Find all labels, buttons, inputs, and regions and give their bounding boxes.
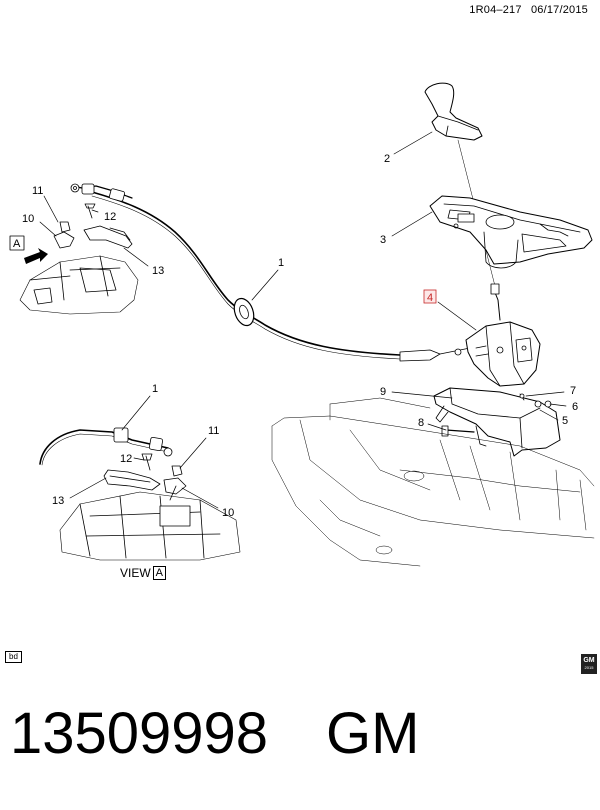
gm-logo-text: GM [583,657,595,664]
callout-tl-12: 12 [104,211,116,223]
callout-7: 7 [570,385,576,397]
bd-tag: bd [5,651,22,663]
floor-pan [271,397,595,567]
callout-va-11: 11 [208,425,219,437]
leader-lines [39,131,567,509]
callout-5: 5 [562,415,568,427]
gm-logo: GM 2015 [581,654,597,674]
diagram-date: 06/17/2015 [530,4,588,16]
callout-tl-13: 13 [152,265,164,277]
view-a-arrow [9,235,48,264]
callout-va-12: 12 [120,453,132,465]
callout-4-box [423,289,437,304]
callout-6: 6 [572,401,578,413]
shift-cable [91,191,471,362]
console-trim [429,195,593,269]
callout-4: 4 [427,292,433,304]
diagram-code: 1R04–217 [469,4,522,16]
callout-tl-11: 11 [32,185,43,197]
shifter-base [433,387,561,457]
callout-1: 1 [278,257,284,269]
callout-va-10: 10 [222,507,234,519]
callout-tl-10: 10 [22,213,34,225]
part-brand: GM [326,701,420,766]
callout-va-13: 13 [52,495,64,507]
part-number: 13509998 [10,701,269,766]
diagram-header: 1R04–217 06/17/2015 [463,4,588,16]
shift-knob [424,82,497,291]
view-a-detail [39,427,241,561]
top-left-cable-end [19,183,139,315]
shifter-assembly [465,283,541,387]
view-a-marker: A [13,238,21,250]
callout-8: 8 [418,417,424,429]
callout-va-1: 1 [152,383,158,395]
view-a-label: VIEW A [120,566,167,580]
gm-logo-subtext: 2015 [584,665,594,670]
callout-3: 3 [380,234,386,246]
callout-labels: 11 10 12 13 A 1 2 3 4 5 6 7 8 9 1 11 12 … [13,153,578,519]
view-label-letter: A [152,566,167,580]
callout-2: 2 [384,153,390,165]
view-label-prefix: VIEW [120,566,151,580]
callout-9: 9 [380,386,386,398]
